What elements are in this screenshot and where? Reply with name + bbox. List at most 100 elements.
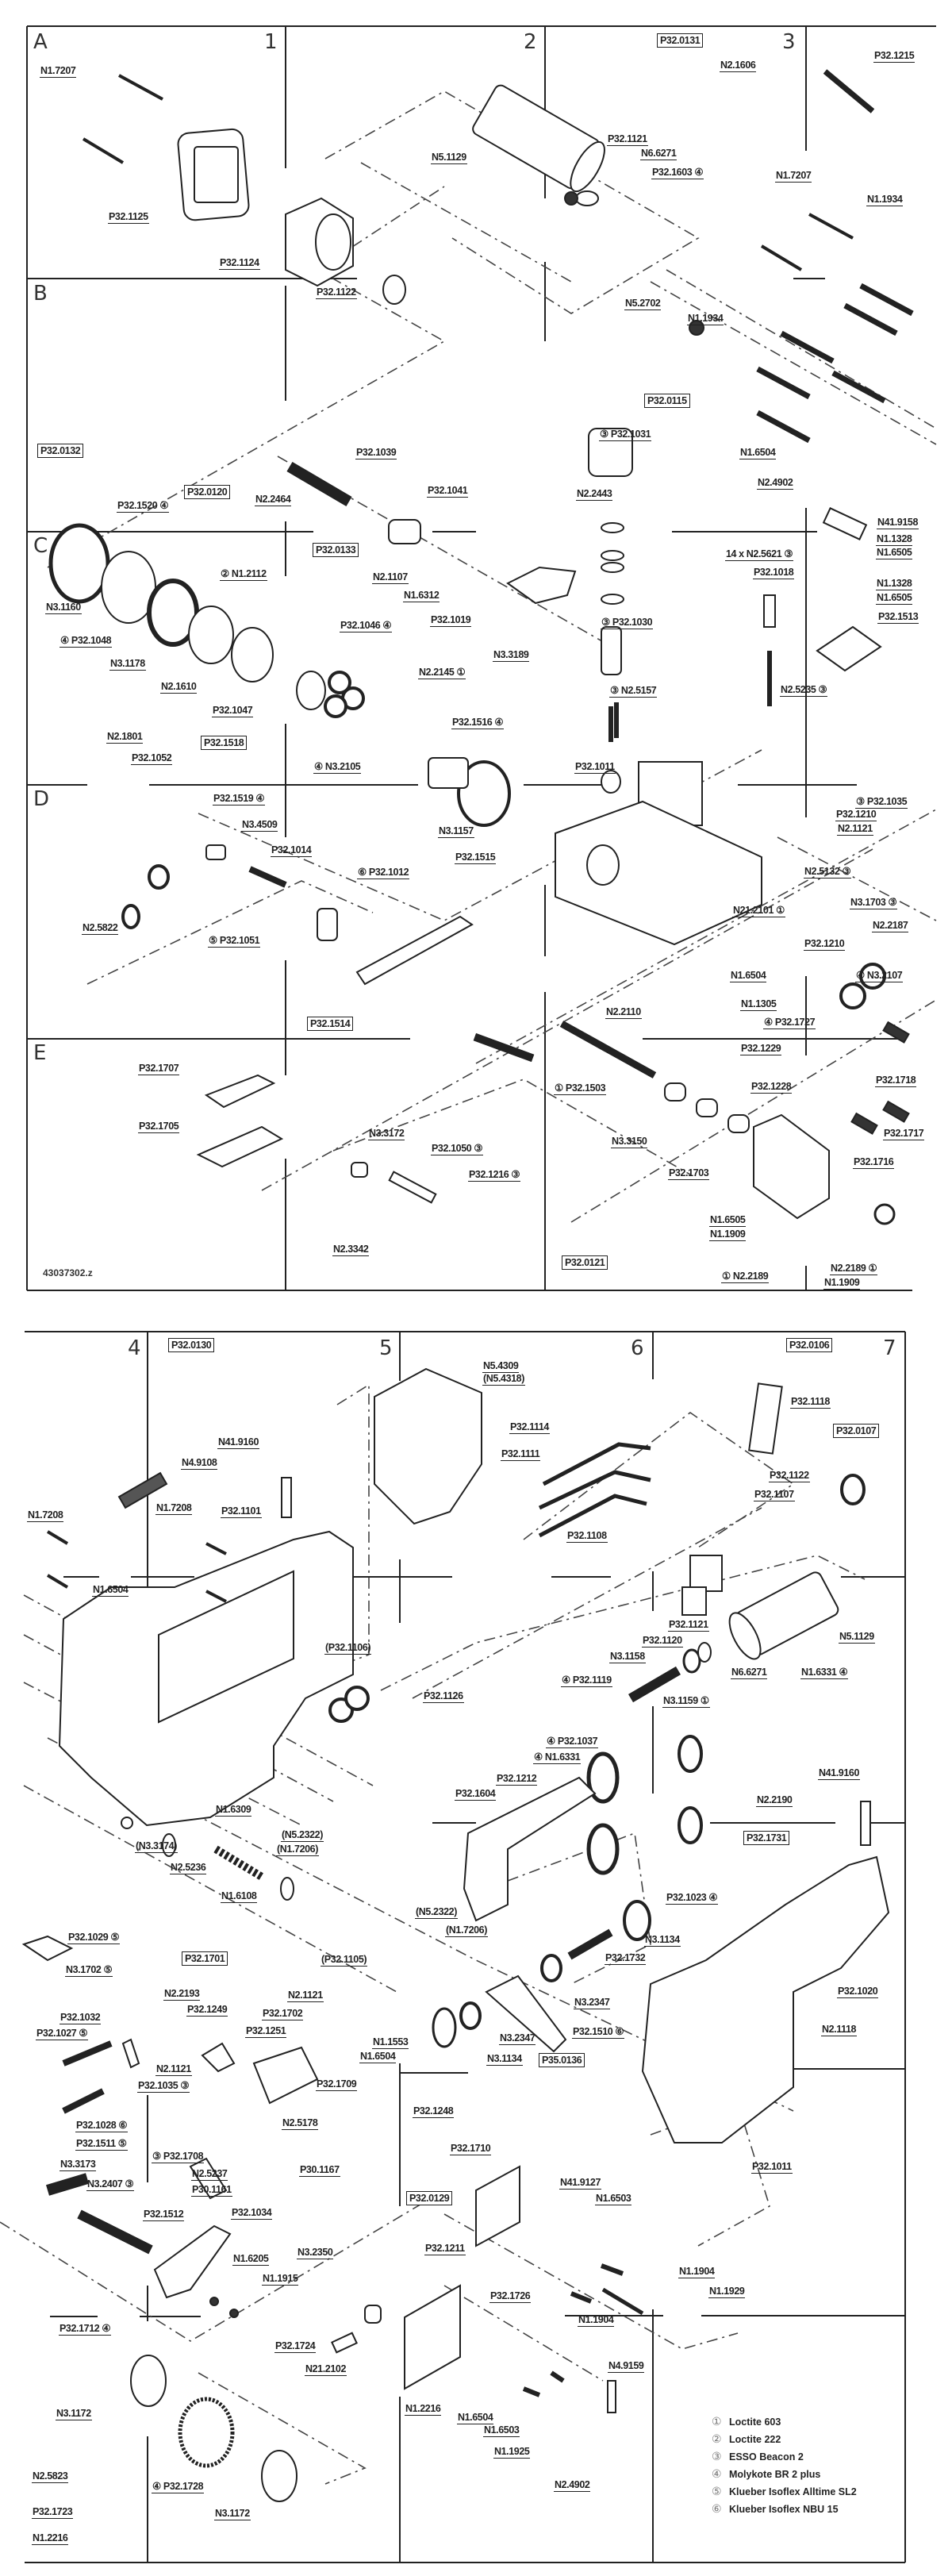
part-callout[interactable]: P30.1167	[299, 2164, 340, 2177]
part-callout[interactable]: N2.1801	[106, 731, 144, 744]
part-callout[interactable]: P32.1702	[262, 2008, 304, 2020]
part-callout[interactable]: (P32.1105)	[321, 1954, 368, 1967]
part-callout[interactable]: N2.4902	[554, 2479, 591, 2492]
part-callout[interactable]: P32.1519 ④	[213, 793, 266, 805]
part-callout[interactable]: N41.9127	[559, 2177, 602, 2190]
part-callout[interactable]: N41.9160	[217, 1436, 260, 1449]
part-callout[interactable]: P32.1039	[355, 447, 397, 459]
part-callout[interactable]: P30.1161	[191, 2184, 232, 2197]
part-callout[interactable]: N1.7208	[155, 1502, 193, 1515]
part-callout[interactable]: N1.6505	[709, 1214, 747, 1227]
part-callout[interactable]: N3.3172	[368, 1128, 405, 1140]
part-callout[interactable]: N3.1134	[644, 1934, 681, 1947]
part-callout[interactable]: ④ P32.1728	[152, 2481, 205, 2493]
part-callout[interactable]: (N5.2322)	[281, 1829, 324, 1842]
part-callout[interactable]: 14 x N2.5621 ③	[725, 548, 794, 561]
part-callout[interactable]: N3.1158	[609, 1651, 646, 1663]
part-callout[interactable]: ③ N2.5157	[609, 685, 658, 698]
part-callout[interactable]: P32.1215	[873, 50, 916, 63]
part-callout[interactable]: P32.1724	[274, 2340, 317, 2353]
part-callout[interactable]: N1.1328	[876, 533, 913, 546]
part-callout[interactable]: N1.6505	[876, 592, 913, 605]
part-callout[interactable]: N2.5235 ③	[780, 684, 828, 697]
part-callout[interactable]: P32.1020	[837, 1986, 879, 1998]
assembly-callout[interactable]: P32.1731	[743, 1831, 790, 1845]
part-callout[interactable]: P32.1019	[430, 614, 472, 627]
part-callout[interactable]: N6.6271	[731, 1667, 768, 1679]
part-callout[interactable]: P32.1707	[138, 1063, 180, 1075]
part-callout[interactable]: N1.1904	[678, 2266, 716, 2278]
part-callout[interactable]: P32.1107	[754, 1489, 795, 1501]
part-callout[interactable]: P32.1111	[501, 1448, 541, 1461]
part-callout[interactable]: N1.1909	[823, 1277, 861, 1290]
part-callout[interactable]: N4.9108	[181, 1457, 218, 1470]
part-callout[interactable]: N3.1702 ⑤	[65, 1964, 113, 1977]
part-callout[interactable]: N1.2216	[405, 2403, 442, 2416]
part-callout[interactable]: N1.6504	[739, 447, 777, 459]
part-callout[interactable]: N1.1909	[709, 1228, 747, 1241]
part-callout[interactable]: N5.2702	[624, 298, 662, 310]
part-callout[interactable]: P32.1216 ③	[468, 1169, 521, 1182]
part-callout[interactable]: P32.1035 ③	[137, 2080, 190, 2093]
part-callout[interactable]: N1.1934	[866, 194, 904, 206]
part-callout[interactable]: N3.1157	[438, 825, 474, 838]
assembly-callout[interactable]: P32.0120	[184, 485, 231, 499]
part-callout[interactable]: P32.1515	[455, 852, 497, 864]
part-callout[interactable]: P32.1248	[413, 2105, 455, 2118]
part-callout[interactable]: P32.1027 ⑤	[36, 2028, 89, 2040]
assembly-callout[interactable]: P32.0121	[562, 1255, 608, 1270]
part-callout[interactable]: N41.9158	[877, 517, 919, 529]
part-callout[interactable]: ③ P32.1035	[855, 796, 908, 809]
part-callout[interactable]: P32.1121	[607, 133, 648, 146]
part-callout[interactable]: N2.1121	[155, 2063, 192, 2076]
part-callout[interactable]: P32.1125	[108, 211, 149, 224]
part-callout[interactable]: N1.6503	[595, 2193, 632, 2205]
part-callout[interactable]: P32.1723	[32, 2506, 74, 2519]
part-callout[interactable]: N5.1129	[839, 1631, 875, 1644]
part-callout[interactable]: N2.5178	[282, 2117, 319, 2130]
part-callout[interactable]: N1.6504	[359, 2051, 397, 2063]
part-callout[interactable]: N2.2464	[255, 494, 292, 506]
part-callout[interactable]: P32.1249	[186, 2004, 228, 2017]
part-callout[interactable]: ③ P32.1030	[601, 617, 654, 629]
part-callout[interactable]: N3.1134	[486, 2053, 523, 2066]
part-callout[interactable]: N3.1178	[109, 658, 146, 671]
part-callout[interactable]: ③ P32.1708	[152, 2151, 205, 2163]
part-callout[interactable]: P32.1717	[883, 1128, 925, 1140]
part-callout[interactable]: P32.1604	[455, 1788, 497, 1801]
part-callout[interactable]: N2.2190	[756, 1794, 793, 1807]
part-callout[interactable]: P32.1011	[751, 2161, 793, 2174]
part-callout[interactable]: P32.1114	[509, 1421, 550, 1434]
part-callout[interactable]: N1.6504	[92, 1584, 129, 1597]
part-callout[interactable]: N3.2350	[297, 2247, 334, 2259]
part-callout[interactable]: N1.1929	[708, 2286, 746, 2298]
part-callout[interactable]: P32.1011	[574, 761, 616, 774]
part-callout[interactable]: P32.1050 ③	[431, 1143, 484, 1155]
part-callout[interactable]: N3.1160	[45, 602, 82, 614]
part-callout[interactable]: P32.1229	[740, 1043, 782, 1055]
part-callout[interactable]: P32.1032	[60, 2012, 102, 2024]
part-callout[interactable]: N2.1610	[160, 681, 198, 694]
part-callout[interactable]: P32.1023 ④	[666, 1892, 719, 1905]
part-callout[interactable]: N1.1915	[262, 2273, 299, 2286]
assembly-callout[interactable]: P35.0136	[539, 2053, 585, 2067]
part-callout[interactable]: N2.3342	[332, 1244, 370, 1256]
part-callout[interactable]: N2.2110	[605, 1006, 642, 1019]
part-callout[interactable]: N1.1934	[687, 313, 724, 325]
part-callout[interactable]: N3.1172	[56, 2408, 92, 2420]
part-callout[interactable]: P32.1726	[489, 2290, 532, 2303]
part-callout[interactable]: N2.5823	[32, 2470, 69, 2483]
part-callout[interactable]: (N5.2322)	[415, 1906, 458, 1919]
part-callout[interactable]: N2.2443	[576, 488, 613, 501]
part-callout[interactable]: N1.6505	[876, 547, 913, 559]
part-callout[interactable]: N1.7208	[27, 1509, 64, 1522]
part-callout[interactable]: N2.2187	[872, 920, 909, 932]
part-callout[interactable]: ④ N3.2105	[313, 761, 362, 774]
assembly-callout[interactable]: P32.0115	[644, 394, 690, 408]
part-callout[interactable]: P32.1211	[424, 2243, 466, 2255]
part-callout[interactable]: P32.1118	[790, 1396, 831, 1409]
part-callout[interactable]: ① N2.2189	[721, 1271, 770, 1283]
assembly-callout[interactable]: P32.0133	[313, 543, 359, 557]
part-callout[interactable]: P32.1712 ④	[59, 2323, 112, 2336]
part-callout[interactable]: N1.1904	[578, 2314, 615, 2327]
